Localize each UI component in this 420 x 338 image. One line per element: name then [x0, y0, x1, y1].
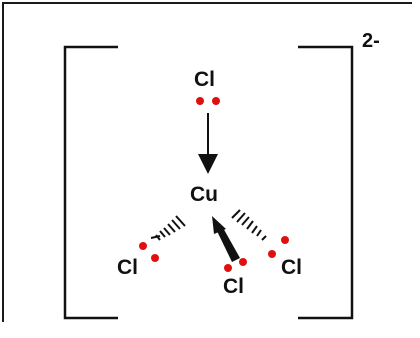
right-chlorine-lone-pair: [268, 236, 289, 258]
left-hashed-bond: [150, 215, 186, 241]
right-chlorine-label: Cl: [281, 256, 302, 279]
bottom-chlorine-lone-pair: [224, 258, 247, 272]
left-chlorine-lone-pair: [139, 242, 159, 262]
right-hashed-bond: [231, 209, 267, 241]
bottom-chlorine-label: Cl: [223, 275, 244, 298]
copper-atom-label: Cu: [190, 183, 218, 206]
top-chlorine-label: Cl: [194, 68, 215, 91]
top-chlorine-lone-pair: [196, 97, 220, 105]
left-chlorine-label: Cl: [117, 256, 138, 279]
image-frame: [2, 2, 412, 322]
charge-label: 2-: [362, 30, 380, 52]
right-bracket: [298, 45, 354, 320]
left-bracket: [63, 45, 118, 320]
bottom-wedge-arrow: [212, 216, 240, 262]
